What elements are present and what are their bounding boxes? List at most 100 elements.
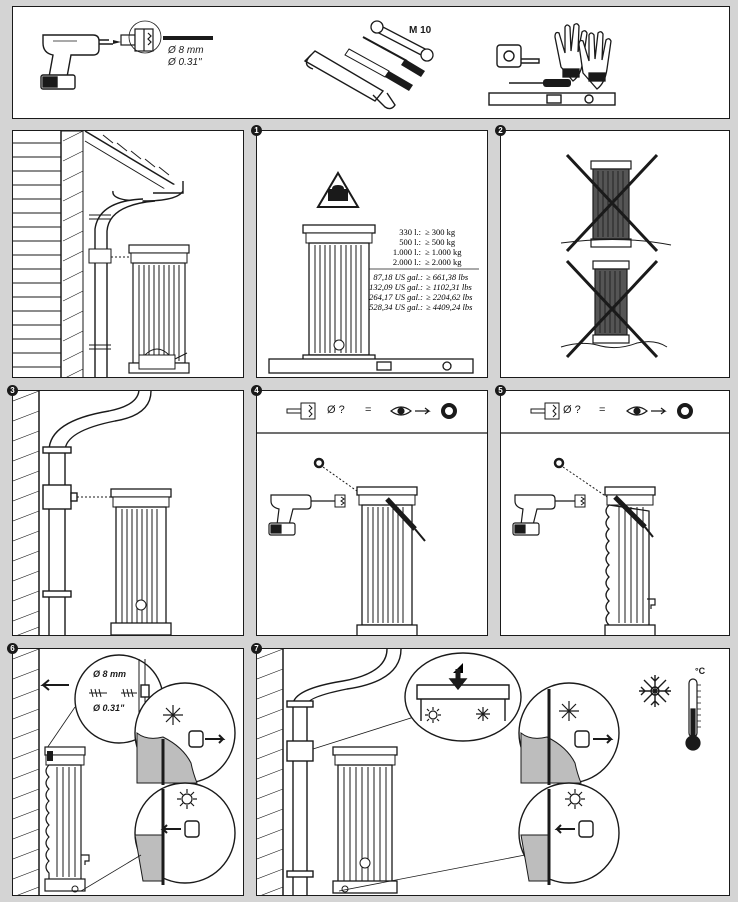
volume-cell: 330 l.: [399,227,421,237]
cordless-drill-icon [512,494,575,536]
drill-measure-illustration [257,402,487,635]
work-gloves-icon [554,23,612,90]
hole-ring-icon [677,403,693,419]
drill-bit-icon [163,36,213,40]
step-number-3: 3 [7,385,18,396]
drill-bit-diameter-mm: Ø 8 mm [93,669,127,679]
volume-cell: 1.000 l.: [392,247,421,257]
drill-overflow-illustration [501,402,729,635]
load-cell: ≥ 4409,24 lbs [426,302,473,312]
load-cell: ≥ 1.000 kg [425,247,462,257]
capacity-row: 528,34 US gal.:≥ 4409,24 lbs [363,302,485,312]
step-6-panel: Ø 8 mm Ø 0.31" [12,648,244,896]
spirit-level-icon [488,92,616,106]
step-number-1: 1 [251,125,262,136]
arrow-right-icon [651,407,667,415]
volume-cell: 264,17 US gal.: [369,292,423,302]
snowflake-icon [476,707,490,721]
drill-bit-icon [385,497,417,531]
drill-bit-diameter-in: Ø 0.31" [168,57,202,68]
tools-illustration [40,20,616,110]
drill-bit-icon [613,495,647,529]
hole-ring-icon [553,457,565,469]
diameter-query: Ø ? [563,404,581,416]
wall-mount-winter-illustration [13,649,236,895]
rain-barrel-column [110,488,172,635]
load-cell: ≥ 1102,31 lbs [426,282,472,292]
cordless-drill-icon [40,34,113,90]
drill-bit-diameter-in: Ø 0.31" [93,703,125,713]
capacity-row: 500 l.: ≥ 500 kg [363,237,483,247]
cross-out-icon [565,153,659,253]
capacity-row: 2.000 l.:≥ 2.000 kg [363,257,483,267]
equals-sign: = [365,404,372,416]
overview-panel [12,130,244,378]
volume-cell: 500 l.: [399,237,421,247]
rain-barrel-column [302,224,376,368]
temperature-unit: °C [695,666,706,676]
sun-icon [425,707,441,723]
load-cell: ≥ 661,38 lbs [426,272,469,282]
tools-panel: Ø 8 mm Ø 0.31" M 10 [12,6,730,119]
capacity-table-us: 87,18 US gal.:≥ 661,38 lbs 132,09 US gal… [363,272,485,312]
ground-load-illustration [268,171,479,374]
house-downpipe-illustration [13,131,190,377]
cross-out-icon [565,259,659,359]
step-5-panel: Ø ? = [500,390,730,636]
rain-barrel-column [332,746,398,894]
winter-detail-circle [518,682,620,785]
arrow-right-icon [415,407,431,415]
hole-ring-icon [441,403,457,419]
wrench-icon [370,20,434,62]
step-4-panel: Ø ? = [256,390,488,636]
arrow-left-icon [40,679,69,691]
wall-anchor-icon [530,402,560,420]
rain-barrel-column [128,244,190,374]
step-number-7: 7 [251,643,262,654]
hole-ring-icon [313,457,325,469]
eye-icon [626,406,648,416]
drill-bit-diameter-mm: Ø 8 mm [168,45,204,56]
eye-icon [390,406,412,416]
cordless-drill-icon [268,494,335,536]
load-cell: ≥ 2204,62 lbs [426,292,473,302]
volume-cell: 132,09 US gal.: [369,282,423,292]
sun-icon [565,789,585,809]
volume-cell: 87,18 US gal.: [373,272,423,282]
weight-warning-icon [316,171,360,208]
downpipe-winter-illustration [257,649,701,895]
wall-anchor-icon [120,20,162,54]
lid-detail-circle [404,652,522,742]
winter-detail-circle [134,682,236,785]
step-number-2: 2 [495,125,506,136]
load-cell: ≥ 2.000 kg [425,257,462,267]
summer-detail-circle [134,782,236,885]
capacity-row: 330 l.: ≥ 300 kg [363,227,483,237]
step-3-panel [12,390,244,636]
wrench-size-label: M 10 [409,25,432,36]
downpipe [42,391,152,635]
hacksaw-icon [303,50,396,110]
volume-cell: 528,34 US gal.: [369,302,423,312]
diameter-query: Ø ? [327,404,345,416]
wrong-ground-illustration [560,153,672,359]
wall-siding [13,131,84,377]
capacity-row: 87,18 US gal.:≥ 661,38 lbs [363,272,485,282]
positioning-illustration [13,391,172,635]
load-cell: ≥ 300 kg [425,227,456,237]
snowflake-icon [163,705,183,725]
step-number-4: 4 [251,385,262,396]
sun-icon [177,789,197,809]
load-cell: ≥ 500 kg [425,237,456,247]
rain-barrel-column [44,746,90,892]
small-screwdriver-icon [509,79,571,87]
rain-barrel-column [356,486,418,635]
step-number-5: 5 [495,385,506,396]
rain-barrel-column [604,486,656,635]
thermometer-icon [685,678,701,751]
step-7-panel: °C [256,648,730,896]
capacity-row: 132,09 US gal.:≥ 1102,31 lbs [363,282,485,292]
screwdriver-icon [362,36,425,77]
snowflake-icon [639,675,671,707]
file-icon [344,48,413,91]
